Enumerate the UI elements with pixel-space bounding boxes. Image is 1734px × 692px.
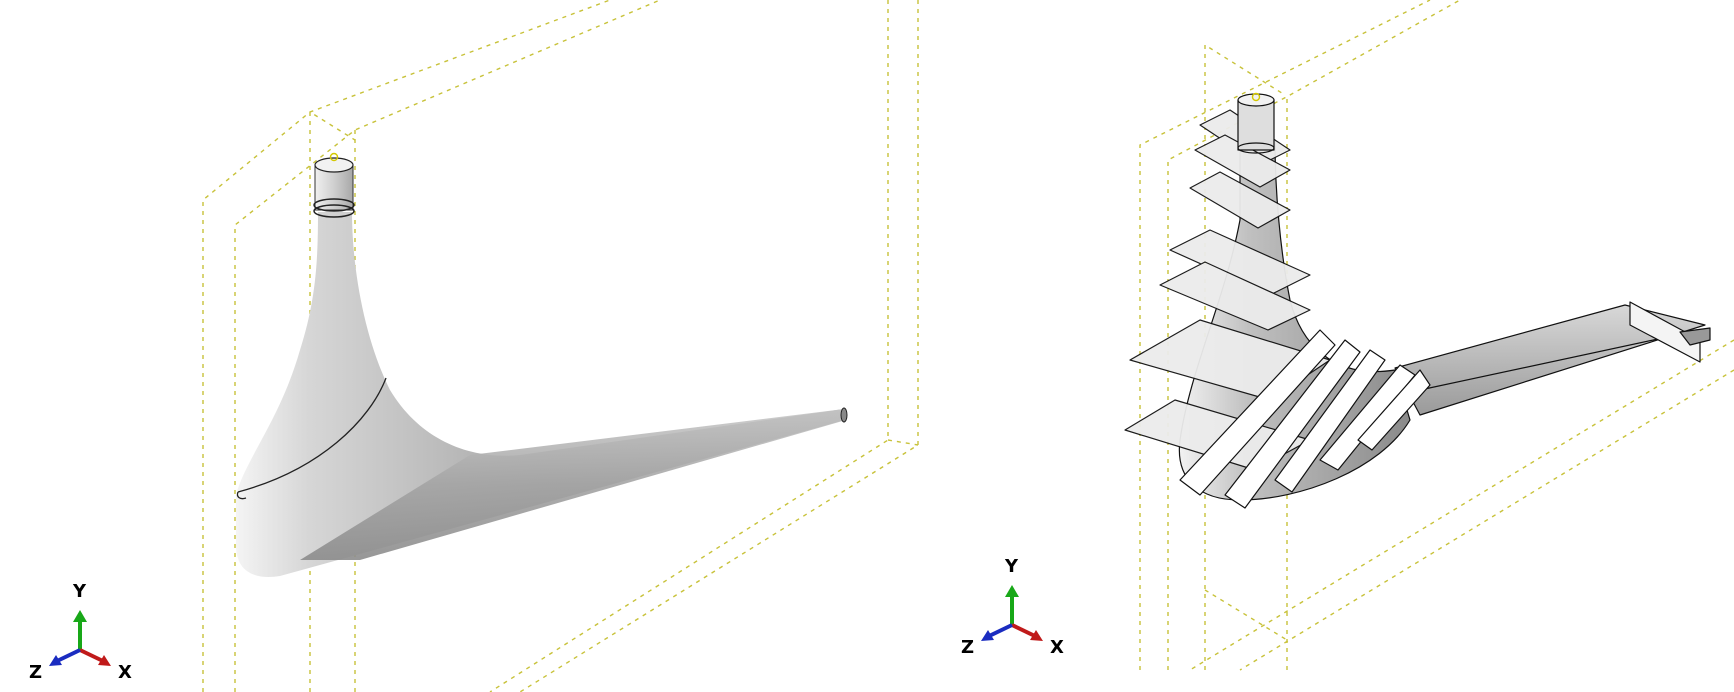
x-axis-label: X bbox=[118, 662, 132, 683]
y-axis-label: Y bbox=[1005, 556, 1019, 577]
z-axis-label: Z bbox=[961, 637, 975, 658]
viewport-right[interactable]: Y Z X bbox=[920, 0, 1734, 692]
model-render-right[interactable] bbox=[920, 0, 1734, 692]
part-body-right bbox=[1124, 92, 1711, 509]
x-axis-label: X bbox=[1050, 637, 1064, 658]
z-axis-label: Z bbox=[29, 662, 43, 683]
model-render-left[interactable] bbox=[0, 0, 920, 692]
viewport-left[interactable]: Y Z X bbox=[0, 0, 920, 692]
reference-point-icon bbox=[329, 152, 339, 162]
y-axis-label: Y bbox=[73, 581, 87, 602]
axis-triad-left: Y Z X bbox=[25, 580, 135, 690]
reference-point-icon bbox=[1251, 92, 1261, 102]
axis-triad-right: Y Z X bbox=[957, 555, 1067, 665]
part-body-left bbox=[236, 152, 848, 577]
